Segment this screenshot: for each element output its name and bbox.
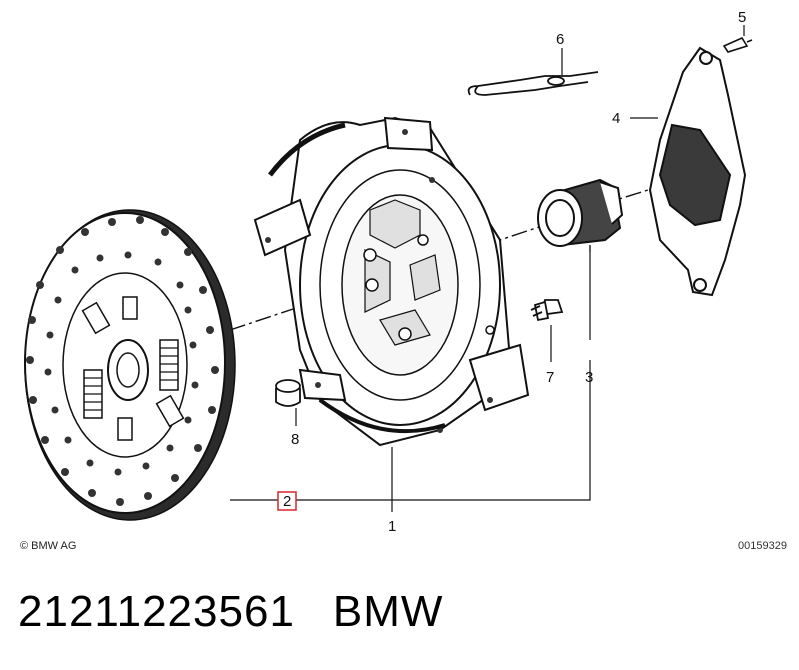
release-bearing <box>537 178 624 247</box>
label-7: 7 <box>546 369 554 386</box>
footer-caption: 21211223561 BMW <box>18 587 443 637</box>
guide-plate <box>648 46 747 297</box>
callout-labels: 1 2 3 4 5 6 7 8 <box>277 9 746 535</box>
clutch-pressure-plate <box>253 116 530 447</box>
label-8: 8 <box>291 431 299 448</box>
label-3: 3 <box>585 369 593 386</box>
bolt <box>530 299 564 322</box>
copyright-text: © BMW AG <box>20 540 77 552</box>
clip <box>467 71 599 96</box>
part-number: 21211223561 <box>18 587 295 636</box>
brand-name: BMW <box>332 587 444 636</box>
label-5: 5 <box>738 9 746 26</box>
label-1: 1 <box>388 518 396 535</box>
label-6: 6 <box>556 31 564 48</box>
label-4: 4 <box>612 110 620 127</box>
label-2-highlight-box <box>277 491 297 511</box>
clutch-exploded-diagram: 1 2 3 4 5 6 7 8 <box>24 9 753 535</box>
dowel-sleeve <box>275 379 301 407</box>
label-2: 2 <box>283 493 291 510</box>
reference-number: 00159329 <box>738 540 787 552</box>
clutch-disc <box>24 209 236 521</box>
bushing <box>722 36 753 53</box>
leader-lines <box>230 25 745 512</box>
